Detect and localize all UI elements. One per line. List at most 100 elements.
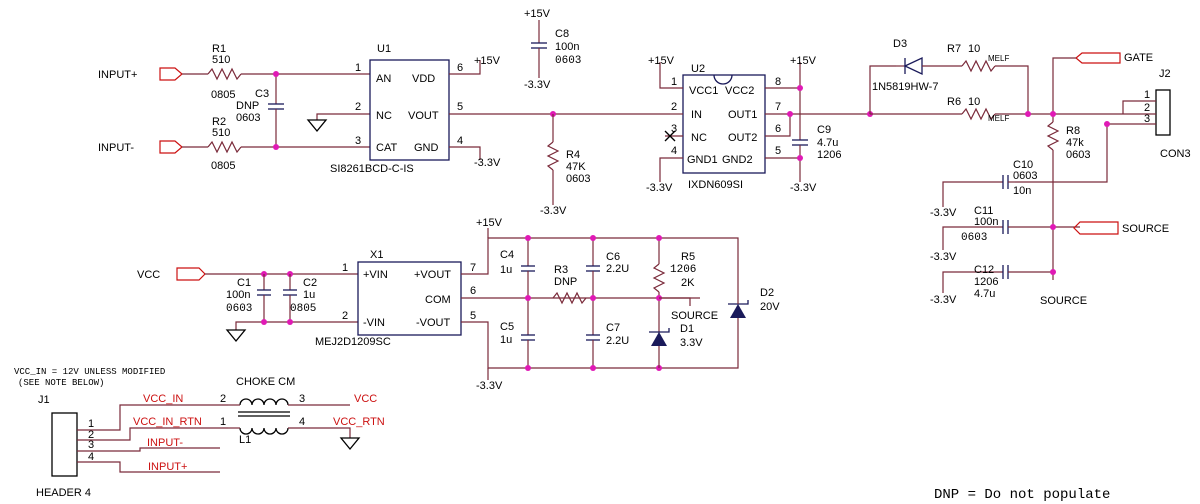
c12-ref: C12 xyxy=(974,264,994,276)
c12-value: 4.7u xyxy=(974,288,995,300)
c9-capacitor: +15V C9 4.7u 1206 -3.3V xyxy=(790,55,841,194)
r4-ref: R4 xyxy=(566,149,580,161)
gate-port xyxy=(1075,52,1121,64)
x1-pos-rail: +15V xyxy=(476,217,503,229)
c6-ref: C6 xyxy=(606,251,620,263)
x1-ref: X1 xyxy=(370,249,383,261)
input-header-section: VCC_IN = 12V UNLESS MODIFIED (SEE NOTE B… xyxy=(14,367,385,499)
vcc-out-label: VCC xyxy=(354,393,377,405)
c8-value: 100n xyxy=(555,41,579,53)
u1-pin-cat: CAT xyxy=(376,142,397,154)
x1-pin-com: COM xyxy=(425,294,451,306)
c8-rail-bottom: -3.3V xyxy=(524,79,551,91)
u2-pin-vcc2: VCC2 xyxy=(725,85,754,97)
d3-diode xyxy=(903,56,923,76)
vcc-label: VCC xyxy=(137,269,160,281)
r3-value: DNP xyxy=(554,276,577,288)
u1-pin-vout: VOUT xyxy=(408,110,439,122)
u2-pin-out1: OUT1 xyxy=(728,109,757,121)
d1-zener xyxy=(651,332,667,346)
u2-pin-nc: NC xyxy=(691,132,707,144)
c9-ref: C9 xyxy=(817,124,831,136)
c1-ref: C1 xyxy=(237,277,251,289)
c8-ref: C8 xyxy=(555,28,569,40)
x1-neg-rail: -3.3V xyxy=(476,380,503,392)
c12-rail: -3.3V xyxy=(930,294,957,306)
r7-pkg: MELF xyxy=(988,54,1009,63)
r5-resistor xyxy=(652,263,666,293)
r4-value: 47K xyxy=(566,161,586,173)
u1-pin-an: AN xyxy=(376,73,391,85)
j1-pin2: 2 xyxy=(88,429,94,441)
j1-connector xyxy=(51,412,78,477)
r3-ref: R3 xyxy=(554,264,568,276)
r7-resistor xyxy=(961,59,996,73)
c12-pkg: 1206 xyxy=(974,276,998,288)
u2-pin5-num: 5 xyxy=(775,145,781,157)
u1-pin3-num: 3 xyxy=(355,135,361,147)
x1-pin-mvout: -VOUT xyxy=(416,317,451,329)
u1-pin5-num: 5 xyxy=(457,101,463,113)
c11-rail: -3.3V xyxy=(930,251,957,263)
dnp-note: DNP = Do not populate xyxy=(934,487,1110,503)
u1-pin1-num: 1 xyxy=(355,62,361,74)
l1-pin2: 2 xyxy=(220,393,226,405)
c10-pkg: 0603 xyxy=(1013,170,1037,182)
gate-label: GATE xyxy=(1124,52,1153,64)
c9-rail-bottom: -3.3V xyxy=(790,182,817,194)
d1-value: 3.3V xyxy=(680,337,703,349)
r6-resistor xyxy=(961,107,996,121)
r7-ref: R7 xyxy=(947,43,961,55)
d3-part: 1N5819HW-7 xyxy=(872,81,938,93)
j2-pin3: 3 xyxy=(1144,113,1150,125)
d2-zener xyxy=(730,304,746,318)
vcc-in-label: VCC_IN xyxy=(143,393,183,405)
note-line2: (SEE NOTE BELOW) xyxy=(18,378,104,388)
r8-ref: R8 xyxy=(1066,125,1080,137)
u2-gnd-rail: -3.3V xyxy=(646,182,673,194)
ground-symbol xyxy=(225,329,247,343)
c10-ref: C10 xyxy=(1013,159,1033,171)
r2-ref: R2 xyxy=(212,116,226,128)
r5-ref: R5 xyxy=(681,251,695,263)
j2-ref: J2 xyxy=(1159,68,1171,80)
r1-value: 510 xyxy=(212,54,230,66)
input-minus-label: INPUT- xyxy=(98,142,134,154)
r2-resistor xyxy=(207,140,242,154)
input-minus-header-label: INPUT- xyxy=(147,437,183,449)
u2-part: IXDN609SI xyxy=(688,179,743,191)
u2-vcc-rail: +15V xyxy=(648,55,675,67)
u1-ref: U1 xyxy=(377,43,391,55)
r3-resistor xyxy=(552,291,587,305)
u2-pin-out2: OUT2 xyxy=(728,132,757,144)
j1-pin4: 4 xyxy=(88,451,94,463)
j1-pin1: 1 xyxy=(88,418,94,430)
c11-pkg: 0603 xyxy=(961,232,987,244)
c1-value: 100n xyxy=(226,289,250,301)
j1-ref: J1 xyxy=(38,394,50,406)
d1-ref: D1 xyxy=(680,323,694,335)
source-capacitors: -3.3V C10 0603 10n -3.3V C11 100n 0603 S… xyxy=(930,159,1169,307)
r8-resistor xyxy=(1046,121,1060,151)
u2-pin-gnd1: GND1 xyxy=(687,154,718,166)
c9-rail-top: +15V xyxy=(790,55,817,67)
l1-pin4: 4 xyxy=(299,416,305,428)
x1-pin-pvout: +VOUT xyxy=(414,269,451,281)
c3-value: DNP xyxy=(236,100,259,112)
c8-rail-top: +15V xyxy=(524,8,551,20)
r7-value: 10 xyxy=(968,43,980,55)
l1-coil-bottom xyxy=(239,427,289,435)
x1-pin7-num: 7 xyxy=(470,262,476,274)
source-label-top: SOURCE xyxy=(1122,223,1169,235)
d2-value: 20V xyxy=(760,301,780,313)
c10-value: 10n xyxy=(1013,185,1031,197)
u1-part: SI8261BCD-C-IS xyxy=(330,163,414,175)
j1-pin3: 3 xyxy=(88,439,94,451)
c9-pkg: 1206 xyxy=(817,149,841,161)
d3-ref: D3 xyxy=(893,38,907,50)
u2-pin4-num: 4 xyxy=(671,145,677,157)
c5-ref: C5 xyxy=(500,321,514,333)
c8-pkg: 0603 xyxy=(555,55,581,67)
input-plus-port xyxy=(159,67,183,81)
r4-rail: -3.3V xyxy=(540,205,567,217)
